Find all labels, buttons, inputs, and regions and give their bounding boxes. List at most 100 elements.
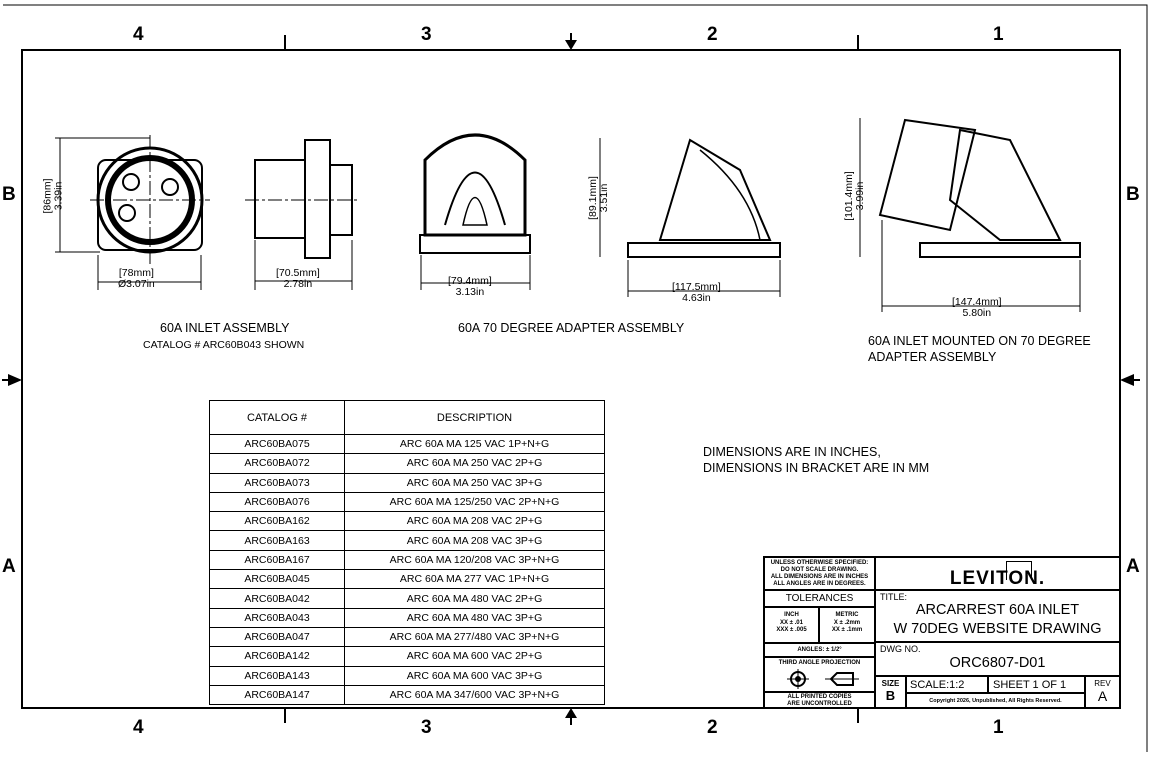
description-cell: ARC 60A MA 600 VAC 2P+G	[344, 646, 605, 667]
catalog-cell: ARC60BA045	[209, 569, 345, 590]
description-cell: ARC 60A MA 480 VAC 3P+G	[344, 607, 605, 628]
zone-right-b: B	[1126, 184, 1140, 205]
projection-label: THIRD ANGLE PROJECTION	[778, 660, 861, 666]
catalog-cell: ARC60BA042	[209, 588, 345, 609]
adapter-width-dim: [79.4mm]3.13in	[448, 275, 492, 298]
catalog-cell: ARC60BA047	[209, 626, 345, 648]
mounted-side-view	[859, 118, 1081, 312]
technical-drawings	[55, 118, 1081, 312]
general-notes: UNLESS OTHERWISE SPECIFIED:DO NOT SCALE …	[764, 557, 875, 590]
zone-top-1: 1	[993, 24, 1004, 45]
logo-box: LEVITON.	[875, 557, 1120, 590]
catalog-cell: ARC60BA076	[209, 491, 345, 513]
inlet-front-view	[55, 135, 210, 290]
zone-top-4: 4	[133, 24, 144, 45]
header-description: DESCRIPTION	[344, 400, 605, 435]
inlet-view-subtitle: CATALOG # ARC60B043 SHOWN	[143, 339, 305, 351]
catalog-cell: ARC60BA147	[209, 684, 345, 706]
description-cell: ARC 60A MA 480 VAC 2P+G	[344, 588, 605, 609]
dwg-number-box: DWG NO. ORC6807-D01	[875, 642, 1120, 676]
description-cell: ARC 60A MA 277 VAC 1P+N+G	[344, 569, 605, 590]
zone-top-2: 2	[707, 24, 718, 45]
catalog-cell: ARC60BA163	[209, 530, 345, 551]
catalog-cell: ARC60BA075	[209, 433, 345, 455]
adapter-height-dim: [89.1mm]3.51in	[586, 176, 610, 220]
adapter-side-view	[599, 138, 781, 297]
adapter-length-dim: [117.5mm]4.63in	[672, 281, 721, 304]
copyright: Copyright 2026, Unpublished, All Rights …	[906, 693, 1085, 708]
inlet-side-view	[245, 139, 360, 290]
catalog-cell: ARC60BA043	[209, 607, 345, 628]
dwg-number: ORC6807-D01	[949, 655, 1046, 671]
zone-bottom-1: 1	[993, 717, 1004, 738]
catalog-cell: ARC60BA143	[209, 665, 345, 686]
scale: SCALE:1:2	[906, 676, 988, 693]
mounted-height-dim: [101.4mm]3.99in	[842, 171, 866, 221]
description-cell: ARC 60A MA 347/600 VAC 3P+N+G	[344, 684, 605, 706]
projection-box: THIRD ANGLE PROJECTION	[764, 657, 875, 692]
description-cell: ARC 60A MA 208 VAC 2P+G	[344, 511, 605, 532]
mounted-view-title-2: ADAPTER ASSEMBLY	[868, 350, 997, 364]
description-cell: ARC 60A MA 250 VAC 3P+G	[344, 472, 605, 493]
description-cell: ARC 60A MA 250 VAC 2P+G	[344, 453, 605, 474]
catalog-cell: ARC60BA167	[209, 549, 345, 571]
inlet-view-title: 60A INLET ASSEMBLY	[160, 321, 290, 335]
dwg-label: DWG NO.	[880, 644, 921, 654]
description-cell: ARC 60A MA 277/480 VAC 3P+N+G	[344, 626, 605, 648]
leviton-logo: LEVITON.	[949, 568, 1046, 589]
catalog-cell: ARC60BA162	[209, 511, 345, 532]
zone-bottom-3: 3	[421, 717, 432, 738]
third-angle-projection-icon	[787, 668, 859, 689]
description-cell: ARC 60A MA 120/208 VAC 3P+N+G	[344, 549, 605, 571]
catalog-cell: ARC60BA073	[209, 472, 345, 493]
tolerances-label: TOLERANCES	[764, 590, 875, 607]
title-label: TITLE:	[880, 592, 908, 602]
description-cell: ARC 60A MA 125/250 VAC 2P+N+G	[344, 491, 605, 513]
zone-left-b: B	[2, 184, 16, 205]
zone-right-a: A	[1126, 556, 1140, 577]
angles-tolerance: ANGLES: ± 1/2°	[764, 643, 875, 657]
description-cell: ARC 60A MA 208 VAC 3P+G	[344, 530, 605, 551]
logo-mark	[1006, 561, 1032, 580]
description-cell: ARC 60A MA 600 VAC 3P+G	[344, 665, 605, 686]
description-cell: ARC 60A MA 125 VAC 1P+N+G	[344, 433, 605, 455]
adapter-view-title: 60A 70 DEGREE ADAPTER ASSEMBLY	[458, 321, 685, 335]
inlet-height-dim: [86mm]3.39in	[41, 178, 65, 214]
note-line-2: DIMENSIONS IN BRACKET ARE IN MM	[703, 461, 930, 475]
zone-bottom-4: 4	[133, 717, 144, 738]
note-line-1: DIMENSIONS ARE IN INCHES,	[703, 445, 881, 459]
zone-left-a: A	[2, 556, 16, 577]
zone-bottom-2: 2	[707, 717, 718, 738]
adapter-front-view	[419, 133, 531, 290]
inlet-depth-dim: [70.5mm]2.78in	[276, 267, 320, 290]
header-catalog: CATALOG #	[209, 400, 345, 435]
catalog-cell: ARC60BA142	[209, 646, 345, 667]
inlet-diameter-dim: [78mm]Ø3.07in	[118, 267, 155, 290]
mounted-length-dim: [147.4mm]5.80in	[952, 296, 1002, 319]
catalog-cell: ARC60BA072	[209, 453, 345, 474]
zone-top-3: 3	[421, 24, 432, 45]
sheet-number: SHEET 1 OF 1	[988, 676, 1085, 693]
